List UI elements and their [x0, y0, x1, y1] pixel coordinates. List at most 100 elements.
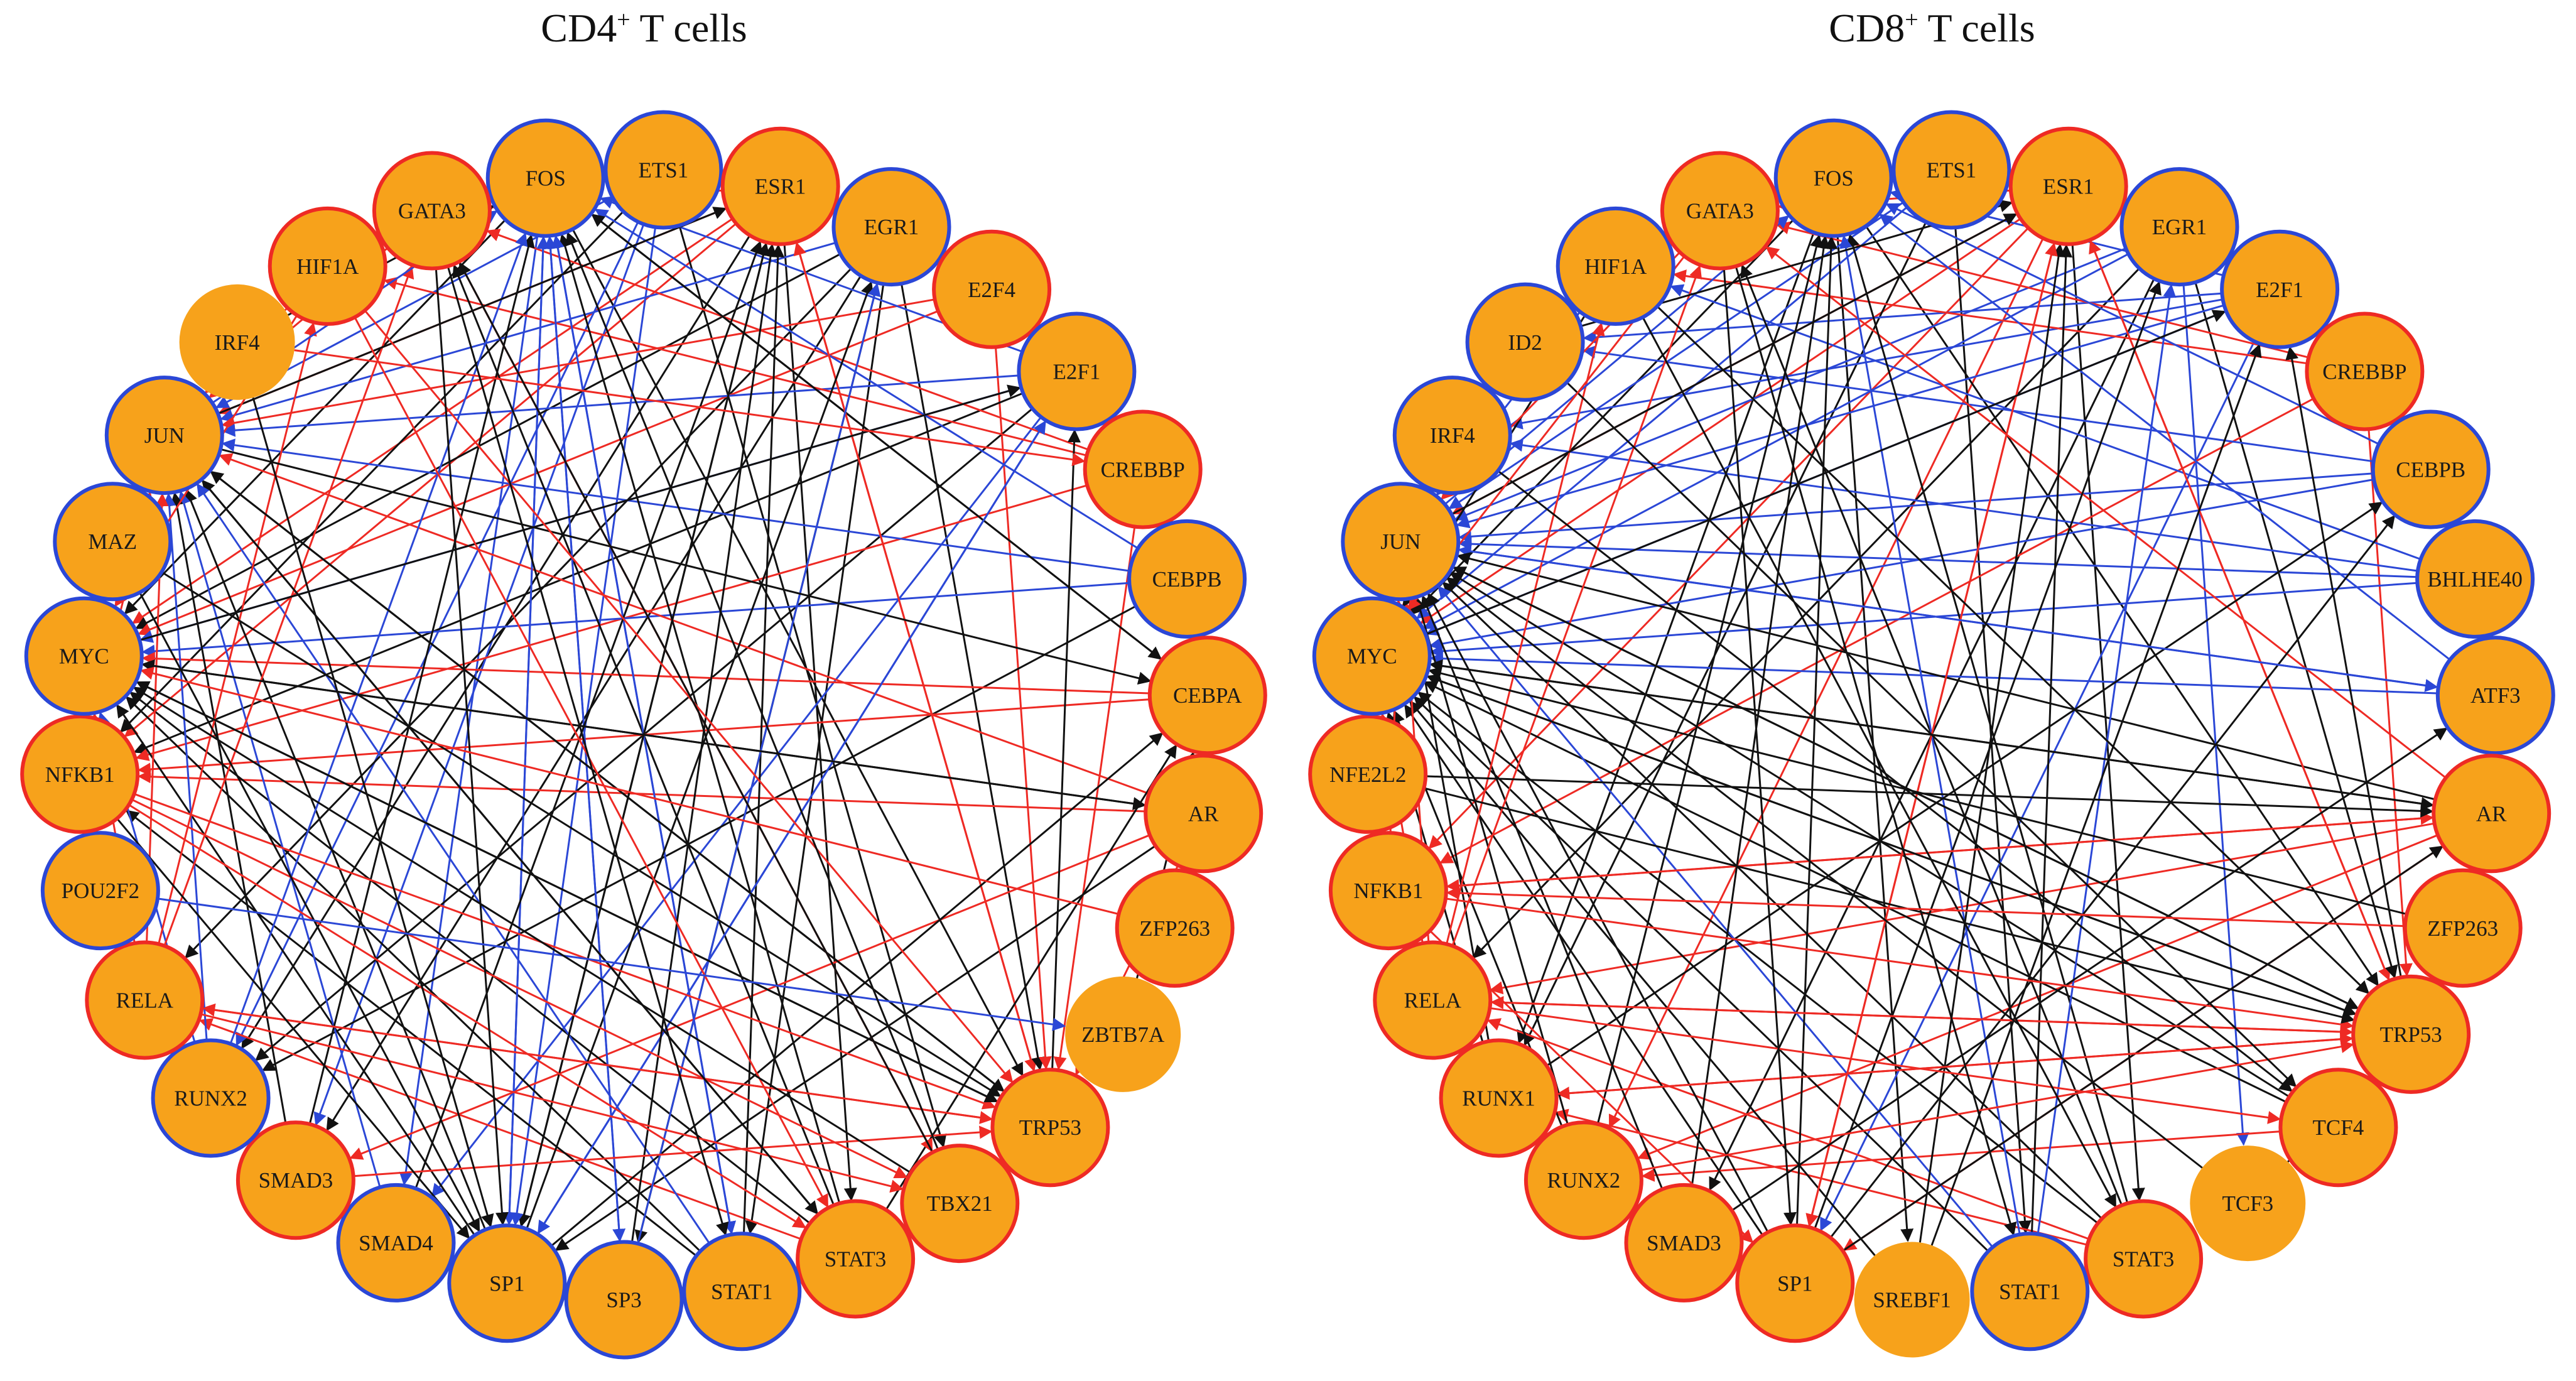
node-label: SP1	[489, 1271, 524, 1296]
node-label: MAZ	[88, 529, 137, 554]
node-circle	[235, 1120, 355, 1240]
edge-cebpa-to-fos	[591, 214, 1163, 661]
edge-myc-to-trp53	[1426, 674, 2357, 1017]
node-circle	[1891, 110, 2011, 230]
node-circle	[1312, 596, 1432, 716]
node-label: ATF3	[2470, 683, 2521, 708]
edge-stat1-to-jun	[1437, 585, 1994, 1248]
node-label: AR	[1188, 801, 1219, 826]
node-jun: JUN	[104, 376, 224, 496]
edge-rela-to-tcf4	[1490, 1007, 2281, 1124]
edge-sp1-to-jun	[1427, 592, 1769, 1233]
edge-gata3-to-sp1	[435, 268, 509, 1226]
edge-fos-to-myc	[124, 219, 506, 615]
node-label: RELA	[1404, 988, 1462, 1013]
node-circle	[372, 151, 492, 271]
node-atf3: ATF3	[2435, 636, 2555, 755]
edge-stat3-to-jun	[1442, 582, 2103, 1220]
node-circle	[2008, 126, 2128, 246]
node-rela: RELA	[85, 940, 205, 1060]
edge-ar-to-nfkb1	[138, 770, 1146, 813]
edge-runx1-to-cebpb	[1545, 501, 2383, 1067]
edge-zfp263-to-nfkb1	[1446, 886, 2405, 928]
node-nfkb1: NFKB1	[20, 714, 140, 834]
node-label: MYC	[1347, 644, 1397, 669]
node-label: SMAD4	[359, 1231, 433, 1255]
node-label: SP3	[606, 1288, 641, 1313]
edge-esr1-to-runx2	[1608, 237, 2044, 1129]
node-label: EGR1	[2152, 215, 2207, 239]
node-label: NFKB1	[1353, 879, 1423, 903]
node-circle	[2432, 754, 2552, 874]
node-circle	[1624, 1183, 1744, 1302]
node-label: IRF4	[1430, 423, 1475, 448]
edge-myc-to-e2f1	[139, 384, 1022, 641]
edge-cebpb-to-jun	[221, 438, 1130, 572]
edge-stat3-to-rela	[198, 1018, 802, 1240]
node-myc: MYC	[1312, 596, 1432, 716]
edge-atf3-to-fos	[1879, 214, 2451, 661]
node-ar: AR	[1144, 754, 1264, 874]
edge-trp53-to-e2f1	[2285, 346, 2402, 978]
node-label: GATA3	[1686, 199, 1754, 224]
edge-stat1-to-jun	[197, 483, 711, 1244]
node-label: CREBBP	[1101, 458, 1185, 482]
node-circle	[2415, 519, 2535, 639]
edge-trp53-to-e2f1	[1051, 429, 1081, 1070]
node-irf4: IRF4	[1392, 376, 1512, 496]
node-circle	[485, 118, 605, 238]
node-circle	[1147, 636, 1267, 755]
edge-stat1-to-esr1	[2031, 244, 2073, 1234]
node-tcf3: TCF3	[2190, 1145, 2306, 1262]
edge-gata3-to-stat1	[1734, 266, 2017, 1237]
node-label: SP1	[1777, 1271, 1812, 1296]
edge-crebbp-to-trp53	[2368, 429, 2413, 977]
node-label: ZFP263	[2427, 916, 2498, 941]
node-label: TCF3	[2222, 1191, 2273, 1216]
node-label: STAT1	[1999, 1279, 2060, 1304]
node-jun: JUN	[1341, 482, 1461, 602]
node-circle	[2435, 636, 2555, 755]
edge-hif1a-to-trp53	[1656, 305, 2370, 995]
node-circle	[53, 482, 173, 602]
edge-smad4-to-esr1	[414, 241, 763, 1189]
node-label: SREBF1	[1873, 1288, 1951, 1313]
node-label: RUNX2	[1547, 1168, 1621, 1193]
edge-jun-to-esr1	[1451, 213, 2018, 516]
node-label: NFKB1	[45, 762, 115, 787]
edge-ets1-to-jun	[1448, 201, 1904, 509]
node-label: ETS1	[639, 158, 689, 183]
node-circle	[2278, 1068, 2398, 1188]
node-label: CEBPB	[1152, 567, 1222, 592]
node-myc: MYC	[24, 596, 144, 716]
node-id2: ID2	[1465, 282, 1585, 402]
node-label: ZFP263	[1139, 916, 1210, 941]
node-circle	[151, 1038, 271, 1158]
node-circle	[2351, 974, 2471, 1094]
node-circle	[564, 1240, 684, 1360]
edge-jun-to-trp53	[209, 470, 1005, 1092]
edge-tcf4-to-runx2	[1641, 1130, 2281, 1182]
node-circle	[20, 714, 140, 834]
node-label: E2F1	[1053, 360, 1100, 384]
edge-tbx21-to-fos	[566, 231, 939, 1151]
node-nfkb1: NFKB1	[1328, 831, 1448, 951]
edge-runx2-to-trp53	[1640, 1040, 2354, 1171]
node-label: FOS	[526, 166, 566, 191]
edge-ets1-to-myc	[1416, 206, 1908, 619]
node-circle	[2403, 868, 2523, 988]
edge-smad3-to-jun	[170, 492, 287, 1124]
edge-myc-to-e2f1	[1425, 310, 2226, 636]
node-crebbp: CREBBP	[1083, 409, 1203, 529]
node-label: AR	[2476, 801, 2507, 826]
edge-zfp263-to-myc	[139, 666, 1119, 916]
edge-sp1-to-cebpb	[1829, 514, 2396, 1238]
node-egr1: EGR1	[2119, 167, 2239, 287]
edge-esr1-to-myc	[131, 217, 733, 624]
node-label: HIF1A	[296, 254, 359, 279]
node-label: GATA3	[398, 199, 466, 224]
node-label: ETS1	[1927, 158, 1977, 183]
